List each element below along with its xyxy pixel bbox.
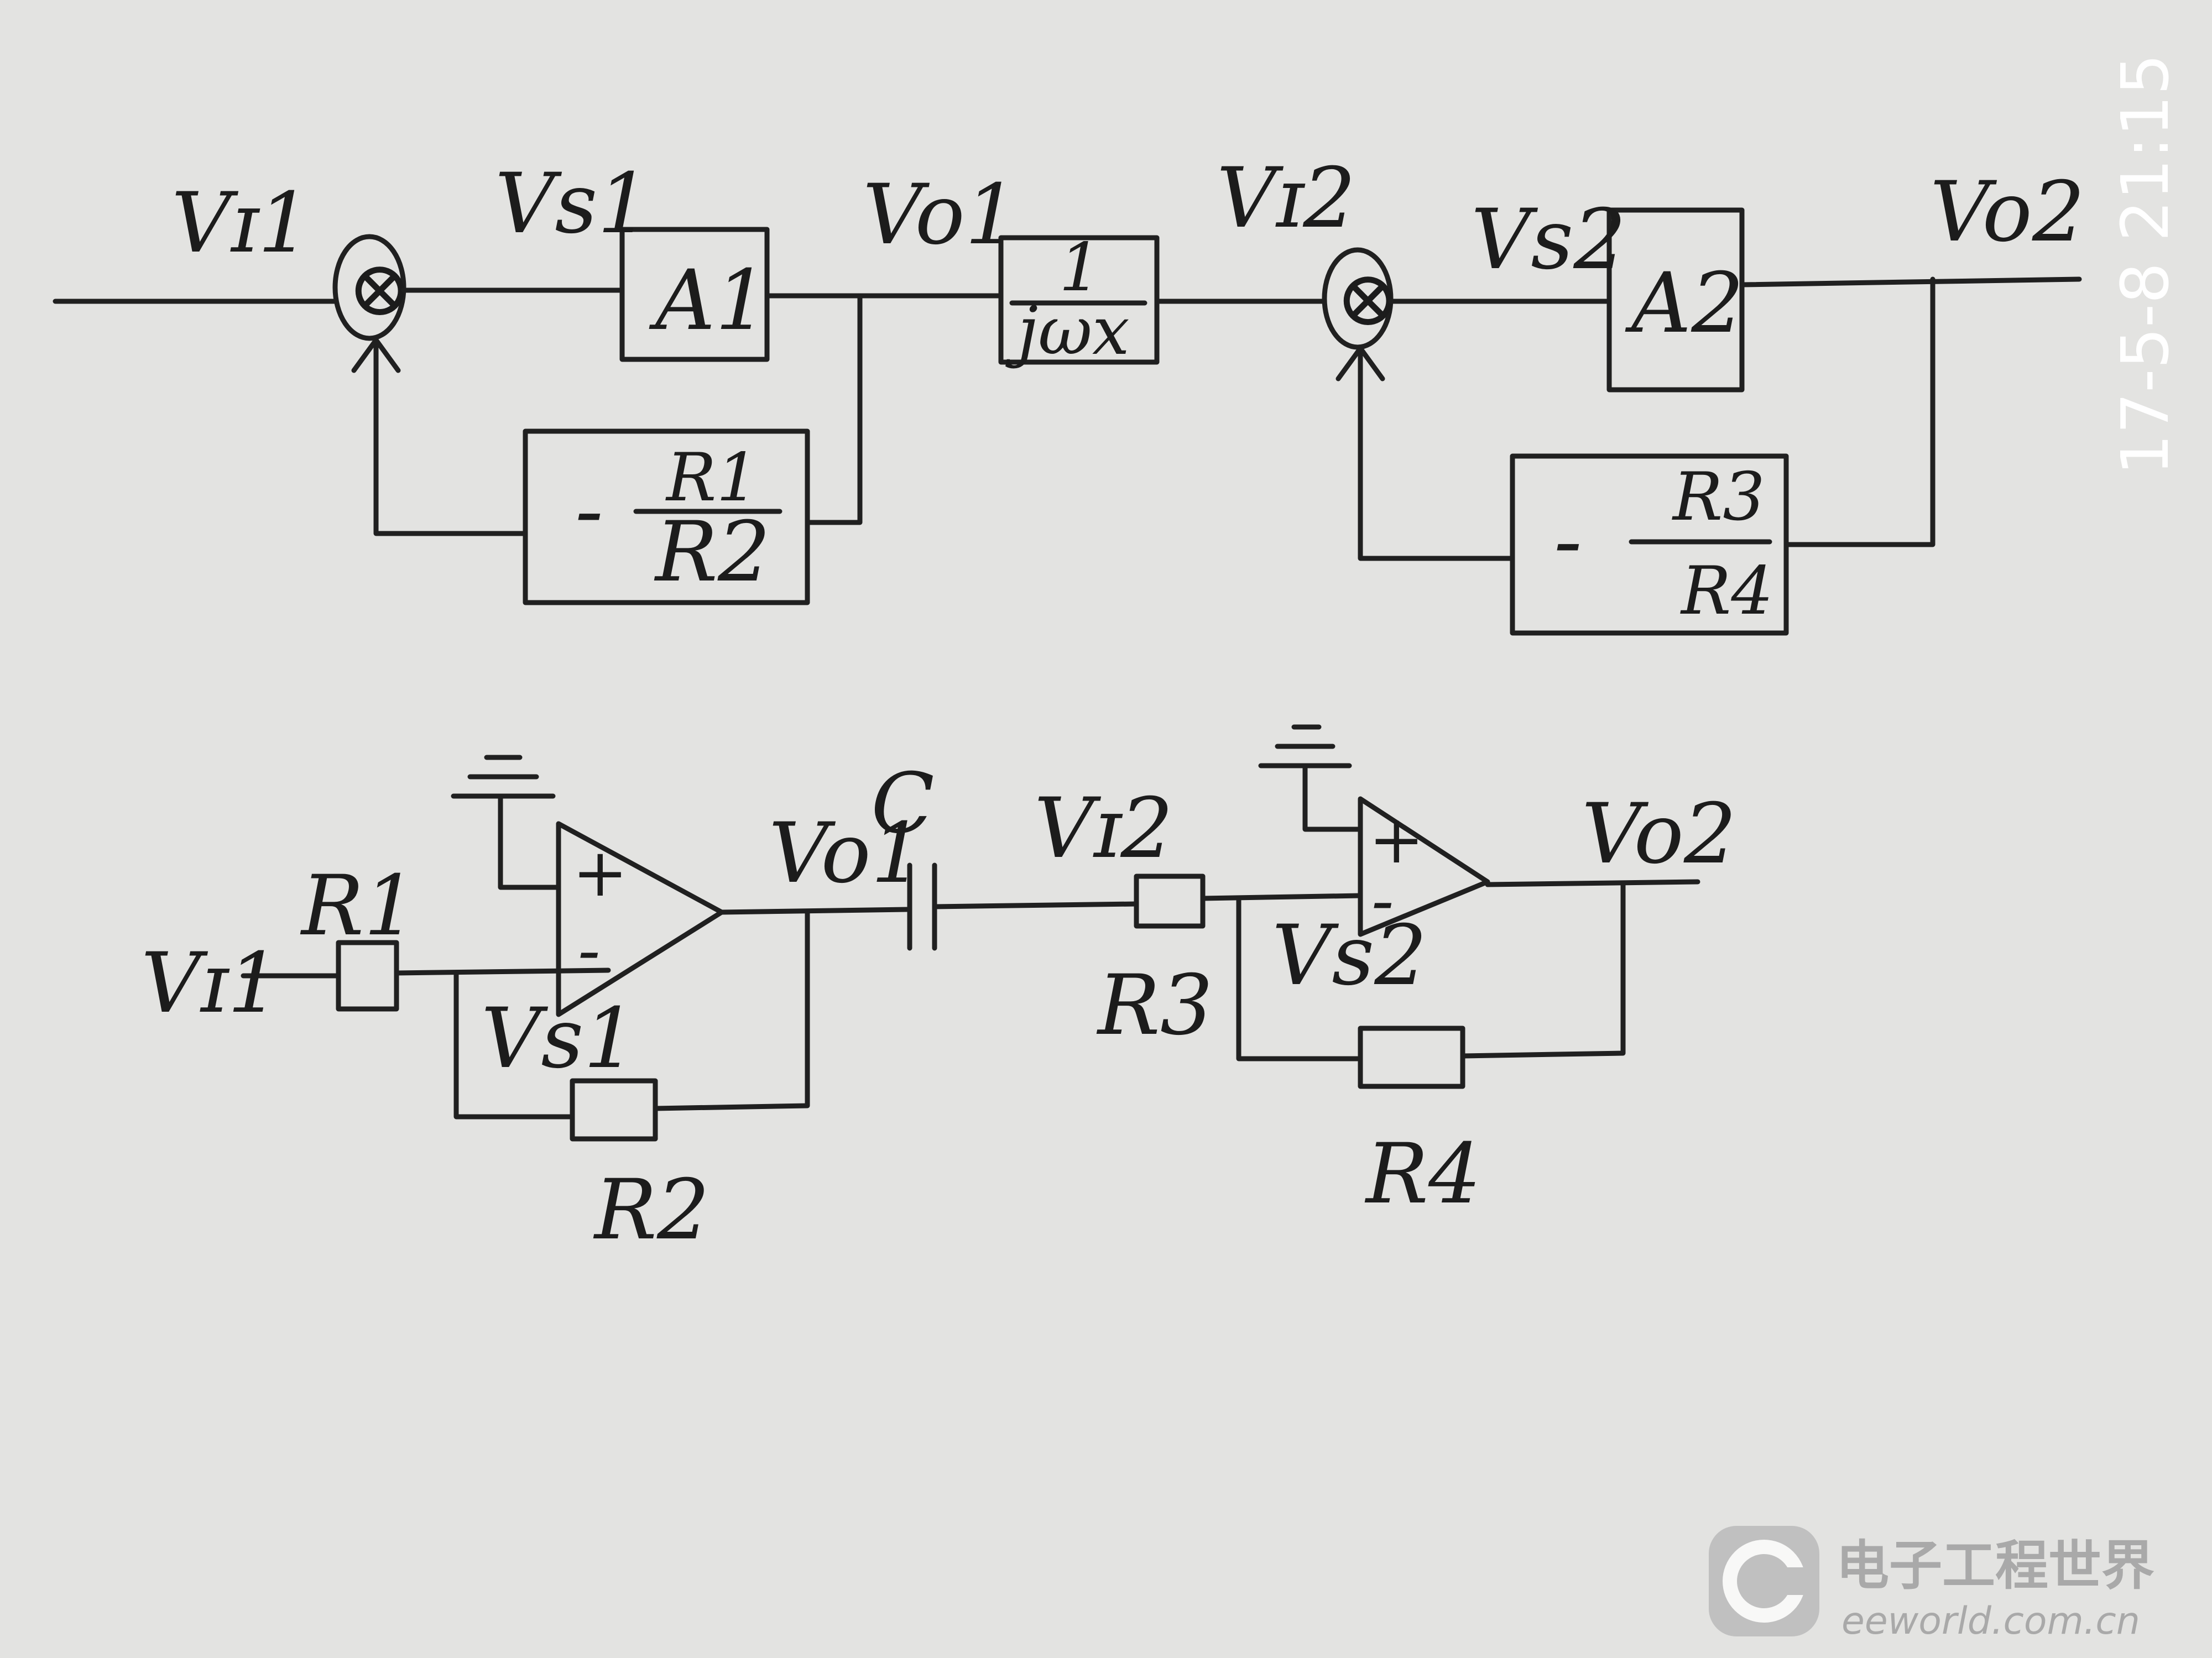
feedback-2-pickoff <box>1783 276 1936 547</box>
watermark-logo-icon <box>1709 1526 1819 1636</box>
wire-vo1 <box>719 907 910 915</box>
opamp-2-plus: + <box>1369 802 1425 878</box>
opamp-1-ground-wire <box>498 793 561 890</box>
opamp-2-minus: - <box>1371 862 1394 939</box>
feedback-2-denominator: R4 <box>1680 553 1773 630</box>
summer-2-symbol: ⊗ <box>1335 254 1400 344</box>
resistor-r4 <box>1358 1026 1465 1089</box>
feedback-1-pickoff <box>805 293 863 525</box>
label-vi1: Vɪ1 <box>141 935 280 1032</box>
opamp-1-minus: - <box>578 912 601 989</box>
label-vi2: Vɪ2 <box>1034 781 1173 877</box>
label-vs1: Vs1 <box>481 991 637 1087</box>
feedback-2-sign: - <box>1554 493 1582 589</box>
integrator-numerator: 1 <box>1059 229 1101 306</box>
r4-left-wire <box>1236 896 1360 1061</box>
output-wire <box>1739 276 2082 287</box>
r2-left-wire <box>453 970 572 1120</box>
label-vs1-top: Vs1 <box>495 156 650 252</box>
feedback-1-arrow <box>351 337 401 373</box>
block-a1-label: A1 <box>649 253 768 349</box>
label-vs2-top: Vs2 <box>1471 192 1626 288</box>
summing-junction-2 <box>1322 247 1394 350</box>
opamp-2-ground-wire <box>1302 763 1363 832</box>
block-a2-label: A2 <box>1625 255 1744 352</box>
block-a2 <box>1606 207 1745 393</box>
label-vo2: Vo2 <box>1582 786 1736 882</box>
watermark-url: eeworld.com.cn <box>1841 1599 2140 1643</box>
resistor-r3 <box>1134 874 1206 929</box>
block-diagram: ⊗ A1 1 jωx ⊗ A2 - R1 R2 <box>53 150 2085 636</box>
block-feedback-2 <box>1510 453 1789 636</box>
block-feedback-1 <box>523 428 810 605</box>
wire-r3-to-opamp <box>1200 893 1363 901</box>
timestamp-text: 17-5-8 21:15 <box>2107 55 2183 475</box>
ground-symbol-1 <box>451 755 556 799</box>
opamp-1 <box>556 821 724 1017</box>
summing-junction-1 <box>332 234 406 341</box>
label-vi1-top: Vɪ1 <box>171 175 311 271</box>
label-vo2-top: Vo2 <box>1930 164 2085 260</box>
circuit-schematic: + - + - Vɪ1 R1 Vs1 R2 Vo1 C Vɪ <box>141 724 1736 1258</box>
r4-right-wire <box>1460 882 1626 1059</box>
label-r3: R3 <box>1096 958 1213 1054</box>
watermark: 电子工程世界 eeworld.com.cn <box>1709 1526 2154 1643</box>
ground-symbol-2 <box>1258 724 1352 768</box>
label-r2: R2 <box>593 1162 709 1258</box>
r2-right-wire <box>653 909 810 1111</box>
feedback-1-return <box>373 337 528 536</box>
integrator-denominator: jωx <box>1005 293 1130 370</box>
label-vi2-top: Vɪ2 <box>1217 150 1356 247</box>
feedback-2-arrow <box>1335 346 1385 381</box>
opamp-1-plus: + <box>572 835 628 912</box>
resistor-r2 <box>570 1078 658 1142</box>
feedback-2-numerator: R3 <box>1672 459 1765 536</box>
feedback-1-sign: - <box>575 463 603 559</box>
label-vo1: Vo1 <box>769 806 924 902</box>
resistor-r1 <box>336 940 399 1012</box>
wire-vo2 <box>1485 879 1700 887</box>
watermark-text: 电子工程世界 <box>1836 1535 2154 1597</box>
feedback-2-return <box>1358 346 1515 561</box>
label-vs2: Vs2 <box>1272 908 1427 1004</box>
label-c: C <box>871 756 935 852</box>
feedback-1-numerator: R1 <box>665 440 759 516</box>
label-r4: R4 <box>1364 1126 1481 1222</box>
label-vo1-top: Vo1 <box>863 167 1018 263</box>
wire-r1-to-opamp <box>394 967 611 976</box>
wire-c-to-r3 <box>932 901 1139 909</box>
label-r1: R1 <box>300 858 416 954</box>
feedback-1-denominator: R2 <box>654 504 770 600</box>
opamp-2 <box>1358 796 1490 937</box>
photo-timestamp: 17-5-8 21:15 <box>2107 55 2183 475</box>
summer-1-symbol: ⊗ <box>347 244 412 334</box>
